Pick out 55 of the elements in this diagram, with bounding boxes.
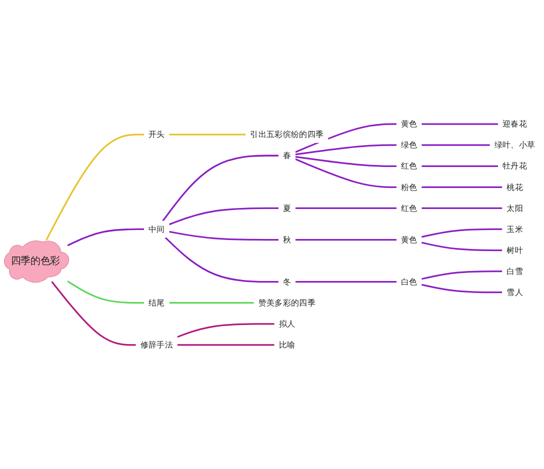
node-text: 太阳 [506,203,523,213]
node-text: 红色 [400,161,418,171]
connector [422,186,502,188]
connector [421,284,502,294]
node-text: 赞美多彩的四季 [258,298,316,308]
node-text: 拟人 [278,318,296,329]
connector [422,207,502,210]
connector [295,281,396,283]
connector [295,123,396,153]
node-text: 牡丹花 [502,161,528,171]
connector [169,302,254,304]
connector [177,344,274,346]
node-text: 玉米 [506,224,523,234]
node-text: 粉色 [400,182,418,192]
node-text: 夏 [282,203,292,213]
connector [295,158,396,188]
connector [67,228,144,246]
node-text: 雪人 [506,287,523,298]
connector [295,144,396,156]
connector [168,207,278,226]
connector [169,230,278,241]
node-text: 春 [282,150,292,160]
node-text: 白色 [400,276,418,287]
connector [295,207,396,210]
connector [422,144,490,146]
node-text: 红色 [400,203,418,213]
connector [169,134,246,136]
connector [46,134,144,240]
node-text: 中间 [148,224,165,234]
connector [67,280,144,304]
node-text: 桃花 [506,182,523,192]
connector [51,281,136,346]
connector [177,323,274,338]
node-text: 绿色 [400,140,418,150]
node-text: 迎春花 [502,119,528,129]
connector [164,236,278,283]
node-text: 修辞手法 [140,340,174,350]
connector [295,156,396,167]
node-text: 秋 [282,234,292,245]
connector [162,154,278,222]
node-text: 白雪 [506,266,523,276]
connector [422,165,498,167]
connector [295,238,396,241]
node-text: 黄色 [400,234,418,245]
node-text: 结尾 [148,298,165,308]
node-text: 比喻 [278,340,296,350]
node-text: 黄色 [400,119,418,129]
node-text: 绿叶、小草 [494,140,536,150]
node-text: 开头 [148,130,165,140]
node-text: 冬 [282,276,292,287]
connector [421,270,502,280]
connector [421,228,502,238]
node-text: 树叶 [506,245,523,256]
connector [421,242,502,252]
connector [422,123,498,125]
